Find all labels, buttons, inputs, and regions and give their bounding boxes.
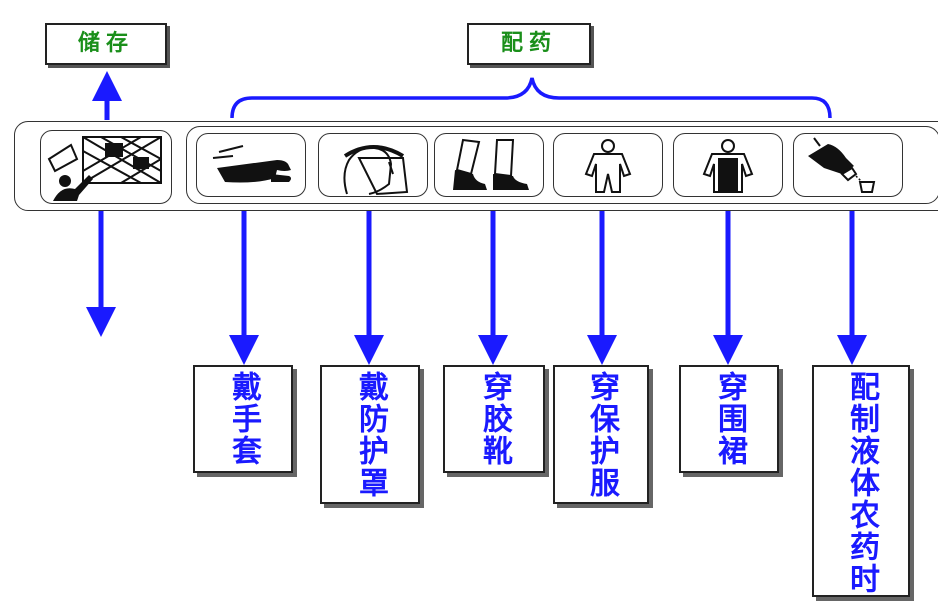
gloves-icon xyxy=(196,133,306,197)
label-apron-text: 穿围裙 xyxy=(712,371,747,467)
label-gloves-text: 戴手套 xyxy=(226,371,261,467)
label-gloves: 戴手套 xyxy=(193,365,293,473)
pouring-liquid-icon xyxy=(793,133,903,197)
face-shield-icon xyxy=(318,133,428,197)
label-pouring-text: 配制液体农药时 xyxy=(844,371,879,595)
label-suit: 穿保护服 xyxy=(553,365,649,504)
label-boots: 穿胶靴 xyxy=(443,365,545,473)
label-boots-text: 穿胶靴 xyxy=(477,371,512,467)
storage-header-label: 储存 xyxy=(77,31,134,56)
label-pouring: 配制液体农药时 xyxy=(812,365,910,597)
storage-warning-icon xyxy=(40,130,172,204)
apron-icon xyxy=(673,133,783,197)
mixing-header-label: 配药 xyxy=(500,31,557,56)
label-apron: 穿围裙 xyxy=(679,365,779,473)
boots-icon xyxy=(434,133,544,197)
protective-suit-icon xyxy=(553,133,663,197)
mixing-brace xyxy=(230,77,832,119)
mixing-header: 配药 xyxy=(467,23,591,65)
label-mask-text: 戴防护罩 xyxy=(353,371,388,499)
label-mask: 戴防护罩 xyxy=(320,365,420,504)
label-suit-text: 穿保护服 xyxy=(584,371,619,499)
storage-header: 储存 xyxy=(45,23,167,65)
